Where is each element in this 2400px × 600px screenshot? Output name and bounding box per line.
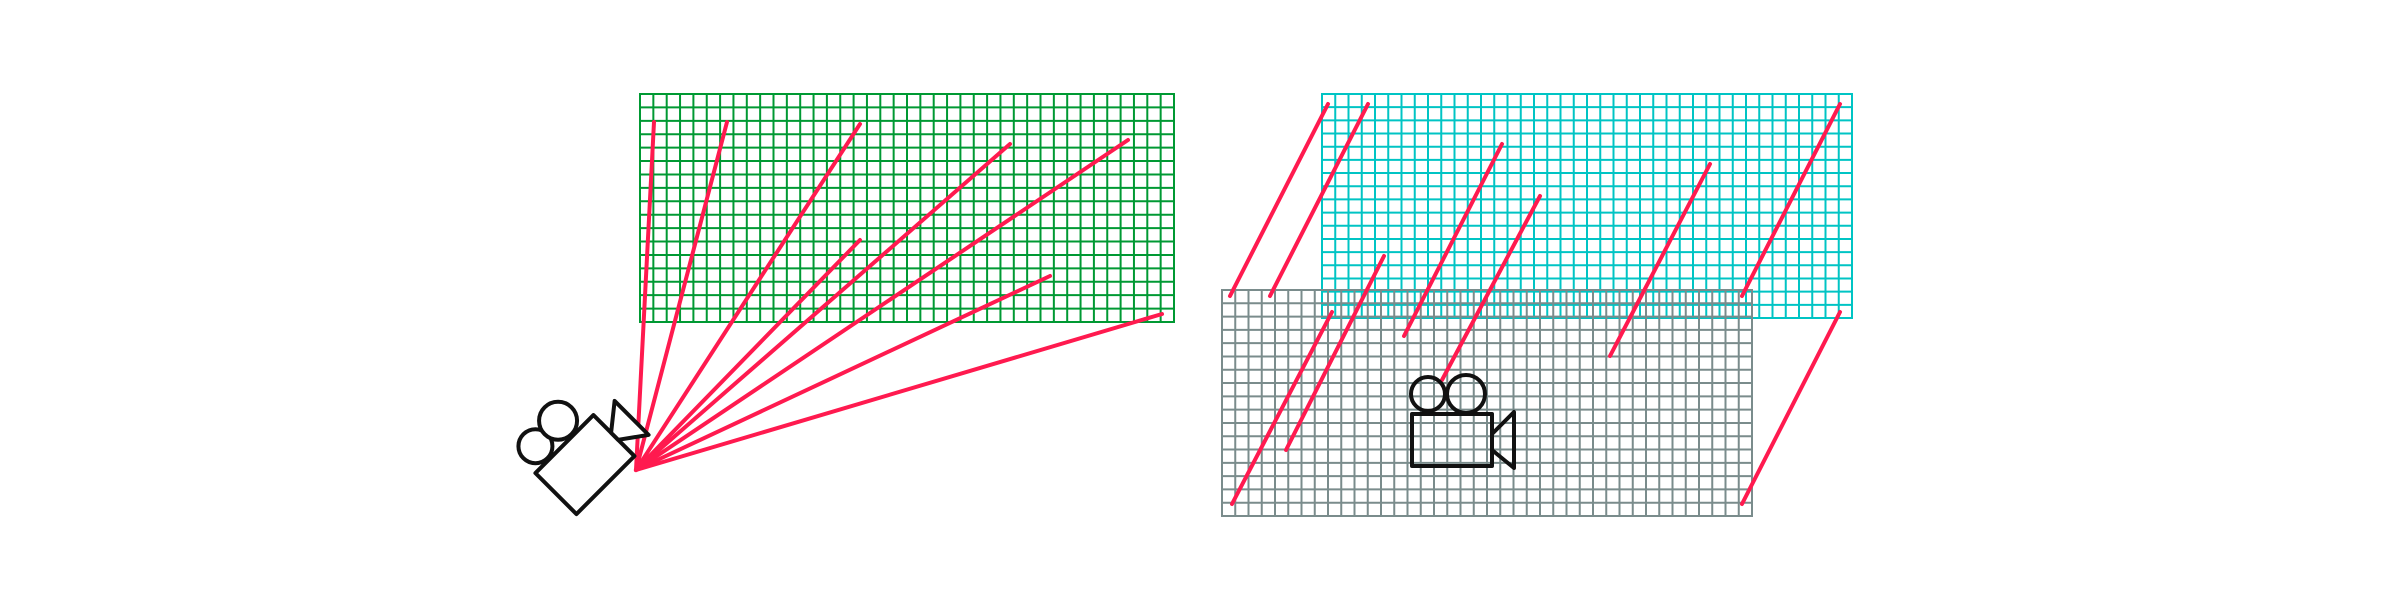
ray-line xyxy=(1608,162,1712,358)
parallel-rays xyxy=(1228,102,1842,506)
ray-line xyxy=(634,238,862,472)
orthographic-panel xyxy=(1221,93,1853,517)
ray-line xyxy=(1402,142,1504,338)
camera-lens xyxy=(609,398,651,442)
ray-line xyxy=(634,120,729,472)
ray-line xyxy=(1740,310,1842,506)
ray-line xyxy=(634,312,1164,472)
camera-reel-right xyxy=(537,399,580,442)
ray-line xyxy=(1228,102,1330,298)
ray-line xyxy=(634,120,656,472)
ray-line xyxy=(1230,310,1334,506)
camera-reel-right xyxy=(1445,373,1487,415)
right-top-grid xyxy=(1321,93,1853,319)
converging-rays xyxy=(634,120,1164,472)
ray-line xyxy=(634,122,862,472)
right-bottom-grid xyxy=(1221,289,1753,517)
ray-line xyxy=(634,274,1052,472)
ray-line xyxy=(1268,102,1370,298)
ray-line xyxy=(634,138,1130,472)
perspective-panel xyxy=(516,93,1175,517)
ray-line xyxy=(1740,102,1842,298)
ray-line xyxy=(1284,254,1386,452)
ray-line xyxy=(634,142,1012,472)
camera-lens xyxy=(1490,410,1516,470)
movie-camera-icon-right xyxy=(1409,373,1516,470)
ray-line xyxy=(1440,194,1542,382)
movie-camera-icon-left xyxy=(516,398,651,517)
